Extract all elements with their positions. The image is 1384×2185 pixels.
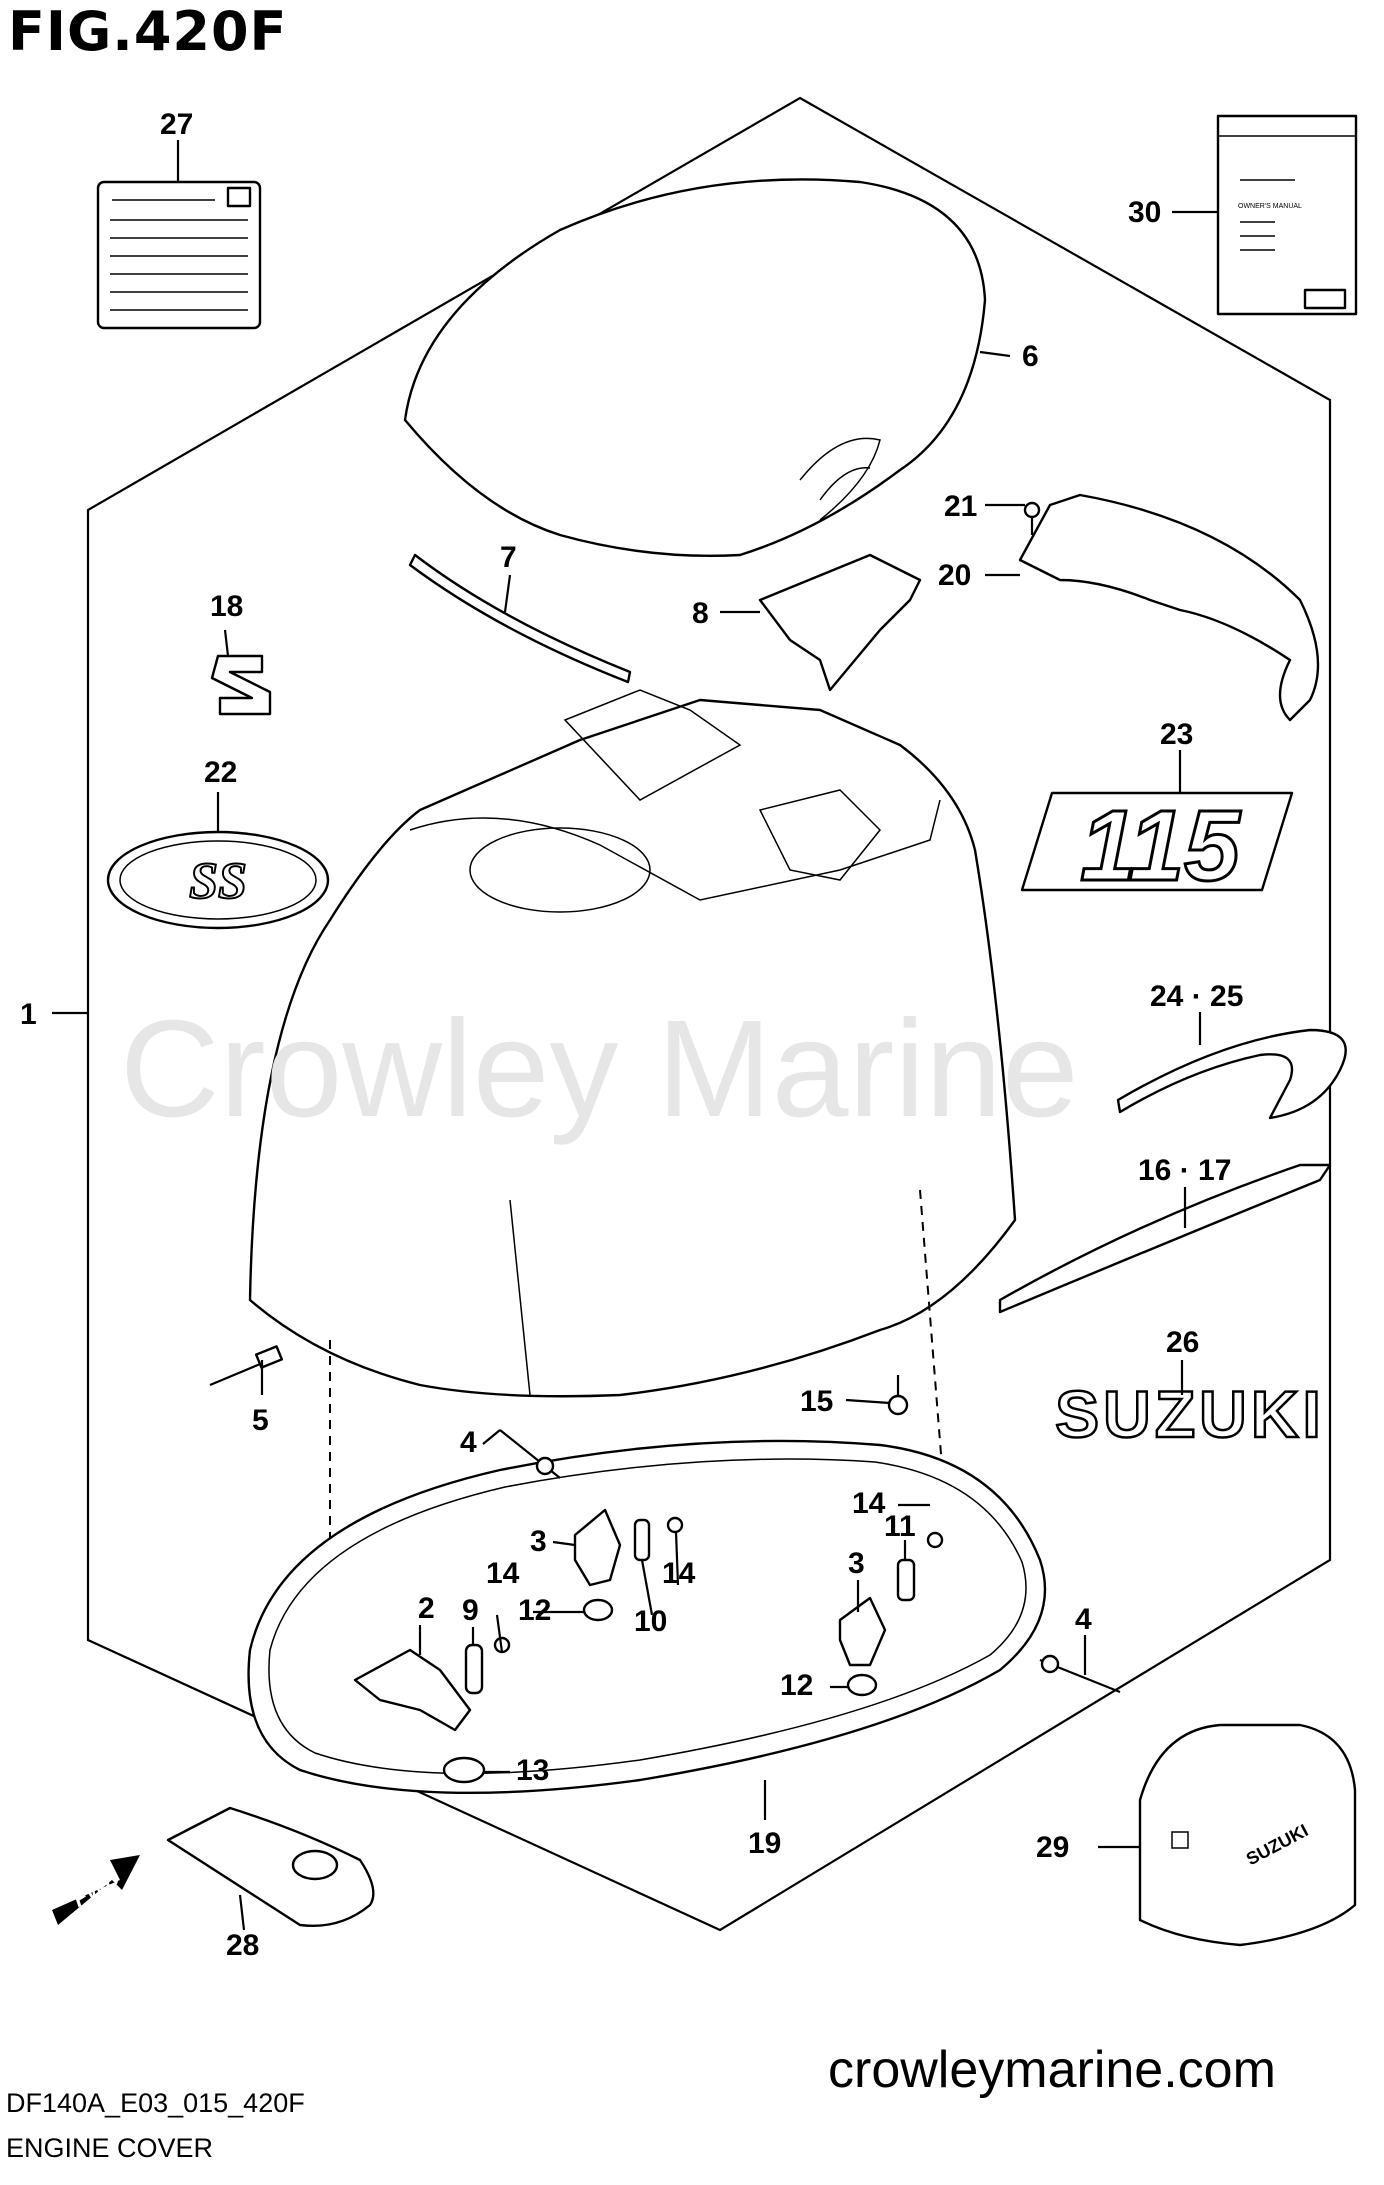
callout-8: 8 [692, 597, 709, 630]
part-5-rivet [209, 1345, 284, 1387]
part-3-latch-right [838, 1596, 887, 1667]
callout-13: 13 [516, 1754, 549, 1787]
callout-3-left: 3 [530, 1525, 547, 1558]
callout-1: 1 [20, 998, 37, 1031]
callout-21: 21 [944, 490, 977, 523]
callout-9: 9 [462, 1594, 479, 1627]
callout-10: 10 [634, 1605, 667, 1638]
callout-4-left: 4 [460, 1426, 477, 1459]
callout-26: 26 [1166, 1326, 1199, 1359]
callout-30: 30 [1128, 196, 1161, 229]
part-16-17-stripe [998, 1163, 1332, 1314]
part-12-grommet-right [846, 1673, 878, 1697]
part-30-owners-manual: OWNER'S MANUAL [1216, 114, 1358, 316]
diagram-code: DF140A_E03_015_420F [6, 2088, 305, 2118]
callout-14-b: 14 [662, 1557, 696, 1590]
website-label: crowleymarine.com [828, 2041, 1276, 2099]
callout-12-left: 12 [518, 1594, 551, 1627]
part-3-latch-left [573, 1508, 622, 1587]
part-6-top-cover [403, 178, 987, 558]
callout-2: 2 [418, 1592, 435, 1625]
model-number-text: 115 [1080, 790, 1241, 902]
callout-14-a: 14 [486, 1557, 520, 1590]
callout-28: 28 [226, 1929, 259, 1962]
part-22-ss-badge: SS [106, 830, 330, 930]
part-4-pin-left [499, 1429, 561, 1479]
callout-20: 20 [938, 559, 971, 592]
part-28-pouch [166, 1806, 375, 1927]
callout-11: 11 [884, 1510, 916, 1543]
part-9-clip [464, 1643, 484, 1695]
part-11-clip [896, 1558, 916, 1602]
part-26-suzuki-decal: SUZUKI [1054, 1376, 1325, 1453]
callout-4-right: 4 [1075, 1603, 1092, 1636]
callout-labels: 1 2 3 3 4 4 5 6 7 8 9 10 11 12 12 13 14 … [20, 108, 1243, 1962]
part-10-clip [633, 1518, 651, 1562]
watermark: Crowley Marine [120, 992, 1079, 1146]
callout-29: 29 [1036, 1831, 1069, 1864]
suzuki-decal-text: SUZUKI [1055, 1377, 1325, 1451]
part-29-storage-cover: SUZUKI [1138, 1723, 1357, 1947]
part-4-pin-right [1039, 1654, 1121, 1694]
callout-6: 6 [1022, 340, 1039, 373]
callout-5: 5 [252, 1404, 269, 1437]
callout-leaders [52, 140, 1218, 1931]
part-21-screw [1023, 501, 1041, 535]
part-14-bolt-b [666, 1516, 684, 1534]
callout-12-right: 12 [780, 1669, 813, 1702]
part-7-seal-strip [408, 553, 632, 684]
part-20-handle [1018, 493, 1320, 722]
callout-15: 15 [800, 1385, 833, 1418]
diagram-caption: ENGINE COVER [6, 2133, 214, 2163]
fwd-arrow-icon: FWD [52, 1855, 140, 1925]
manual-title: OWNER'S MANUAL [1238, 203, 1302, 210]
part-12-grommet-left [582, 1598, 614, 1622]
callout-24-25: 24 · 25 [1150, 980, 1243, 1013]
fwd-text: FWD [68, 1865, 124, 1912]
figure-title: FIG.420F [8, 0, 288, 63]
part-27-caution-label [96, 180, 262, 330]
callout-22: 22 [204, 756, 237, 789]
callout-19: 19 [748, 1827, 781, 1860]
callout-27: 27 [160, 108, 193, 141]
part-1-engine-cover [248, 689, 1017, 1690]
callout-7: 7 [500, 541, 517, 574]
part-8-bracket-cover [758, 553, 922, 692]
part-13-grommet [442, 1756, 486, 1784]
assembly-boundary [86, 96, 1332, 1932]
part-23-model-decal: 115 [1020, 789, 1294, 904]
callout-3-right: 3 [848, 1547, 865, 1580]
part-24-25-stripe-arc [1116, 1028, 1347, 1120]
callout-18: 18 [210, 590, 243, 623]
callout-23: 23 [1160, 718, 1193, 751]
callout-16-17: 16 · 17 [1138, 1154, 1231, 1187]
ss-text: SS [189, 853, 247, 910]
callout-14-c: 14 [852, 1487, 886, 1520]
part-15-screw [887, 1375, 909, 1416]
part-2-hook-bracket [353, 1648, 472, 1732]
part-18-s-emblem [210, 654, 272, 716]
part-14-bolt-c [926, 1531, 944, 1549]
